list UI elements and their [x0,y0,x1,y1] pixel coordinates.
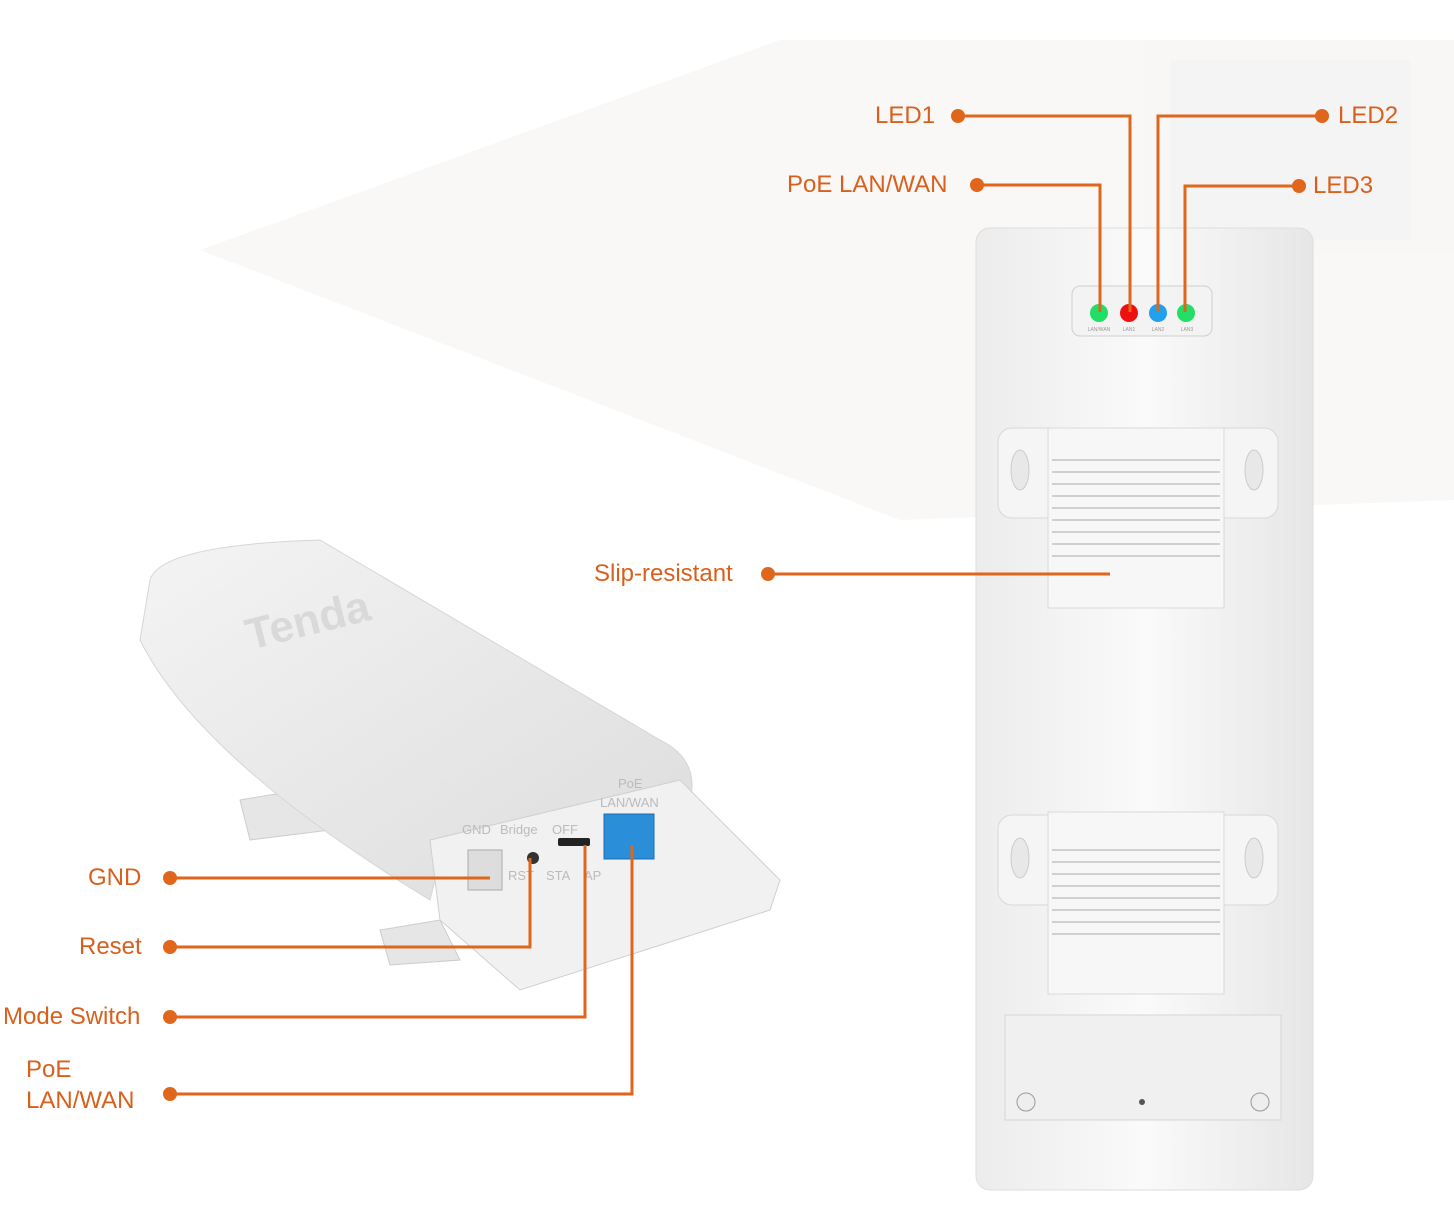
mount-bracket-bottom [997,811,1279,995]
led-lan3 [1177,304,1195,322]
led-panel [1071,285,1213,337]
label-gnd: GND [88,864,142,891]
label-poe-lan-wan-top: PoE LAN/WAN [787,171,948,198]
label-led3: LED3 [1313,172,1374,199]
label-mode-switch: Mode Switch [3,1003,141,1030]
screw-icon [1250,1092,1270,1112]
label-lan-wan-bottom: LAN/WAN [26,1087,135,1114]
led-label-lan1: LAN1 [1123,327,1136,333]
mount-bracket-top [997,427,1279,609]
port-label-lanwan: LAN/WAN [600,795,659,810]
led-label-lan3: LAN3 [1181,327,1194,333]
label-led1: LED1 [875,102,936,129]
poe-port [603,813,655,860]
led-label-lanwan: LAN/WAN [1088,327,1111,333]
mode-switch [558,838,590,846]
led-lan2 [1149,304,1167,322]
screw-icon [1016,1092,1036,1112]
label-poe-bottom: PoE [26,1056,72,1083]
callout-lines [170,114,1322,1096]
led-lan1 [1120,304,1138,322]
port-label-rst: RST [508,868,534,883]
label-reset: Reset [79,933,142,960]
port-label-bridge: Bridge [500,822,538,837]
port-label-gnd: GND [462,822,491,837]
port-label-off: OFF [552,822,578,837]
upright-device: LAN/WAN LAN1 LAN2 LAN3 [975,227,1314,1191]
led-lanwan [1090,304,1108,322]
callout-dots [163,109,1329,1101]
gnd-terminal [467,849,503,891]
lying-device: Tenda GND Bridge OFF RST STA AP PoE LAN/… [139,539,781,991]
label-slip-resistant: Slip-resistant [594,560,733,587]
led-label-lan2: LAN2 [1152,327,1165,333]
label-led2: LED2 [1338,102,1399,129]
port-label-poe: PoE [618,776,643,791]
port-label-ap: AP [584,868,601,883]
port-label-sta: STA [546,868,571,883]
